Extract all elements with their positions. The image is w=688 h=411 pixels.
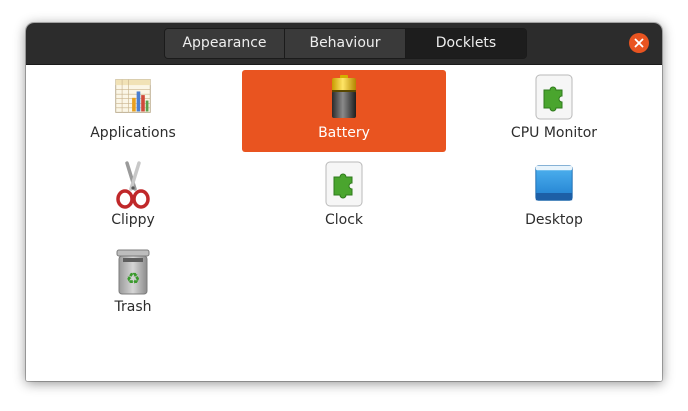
docklet-desktop[interactable]: Desktop	[452, 157, 656, 239]
docklet-cpu-monitor[interactable]: CPU Monitor	[452, 70, 656, 152]
docklet-label: Desktop	[525, 212, 583, 228]
trash-icon: ♻	[116, 249, 150, 295]
scissors-icon	[116, 161, 150, 209]
tab-switcher: Appearance Behaviour Docklets	[164, 28, 527, 59]
desktop-icon	[535, 165, 573, 201]
docklet-label: Trash	[114, 299, 152, 315]
docklet-trash[interactable]: ♻ Trash	[31, 244, 235, 326]
battery-icon	[332, 75, 356, 118]
puzzle-icon	[325, 161, 363, 207]
docklet-label: Battery	[318, 125, 370, 141]
applications-icon	[115, 79, 151, 113]
docklet-applications[interactable]: Applications	[31, 70, 235, 152]
docklet-label: Clippy	[111, 212, 155, 228]
preferences-window: Appearance Behaviour Docklets	[26, 23, 662, 381]
docklet-label: CPU Monitor	[510, 125, 598, 141]
tab-behaviour[interactable]: Behaviour	[285, 29, 406, 58]
close-button[interactable]	[629, 33, 649, 53]
tab-appearance[interactable]: Appearance	[165, 29, 285, 58]
svg-text:♻: ♻	[126, 269, 140, 288]
puzzle-icon	[535, 74, 573, 120]
docklet-label: Clock	[324, 212, 364, 228]
docklets-grid: Applications	[26, 65, 662, 381]
docklet-clock[interactable]: Clock	[242, 157, 446, 239]
docklet-clippy[interactable]: Clippy	[31, 157, 235, 239]
tab-docklets[interactable]: Docklets	[406, 29, 526, 58]
close-icon	[634, 38, 644, 48]
header-bar: Appearance Behaviour Docklets	[26, 23, 662, 65]
docklet-label: Applications	[90, 125, 176, 141]
docklet-battery[interactable]: Battery	[242, 70, 446, 152]
